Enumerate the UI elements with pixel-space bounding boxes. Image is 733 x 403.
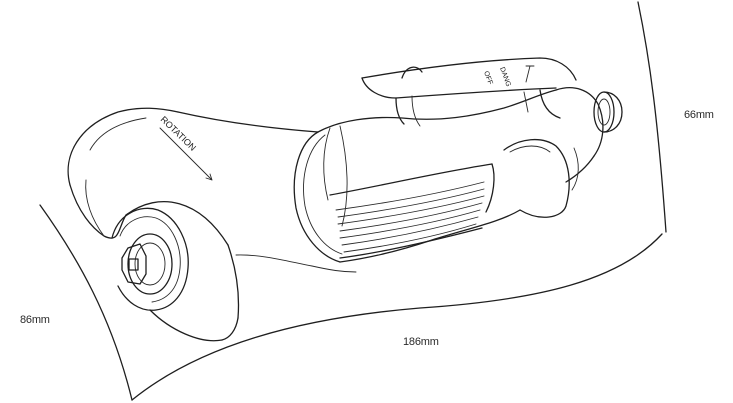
- dimension-curve-top-right: [637, 1, 667, 233]
- depth-dimension-label: 86mm: [20, 314, 50, 326]
- exhaust-port: [593, 91, 623, 133]
- trigger-label-dang: DANG: [498, 66, 511, 87]
- length-dimension-label: 186mm: [403, 336, 439, 348]
- height-dimension-label: 66mm: [684, 109, 714, 121]
- rear-handle: [503, 87, 604, 218]
- grip-ribs: [335, 181, 485, 253]
- wheel-guard: [67, 107, 357, 342]
- grinding-wheel: [111, 207, 189, 311]
- arbor-nut: [121, 243, 147, 285]
- trigger-direction-arrow: [525, 65, 535, 83]
- dimension-curve-bottom: [131, 233, 663, 401]
- throttle-lever: [361, 57, 577, 127]
- dimension-curve-left: [39, 204, 133, 401]
- guard-rotation-label: ROTATION: [159, 114, 198, 153]
- guard-rotation-arrow: [159, 127, 213, 181]
- trigger-label-off: OFF: [482, 70, 493, 86]
